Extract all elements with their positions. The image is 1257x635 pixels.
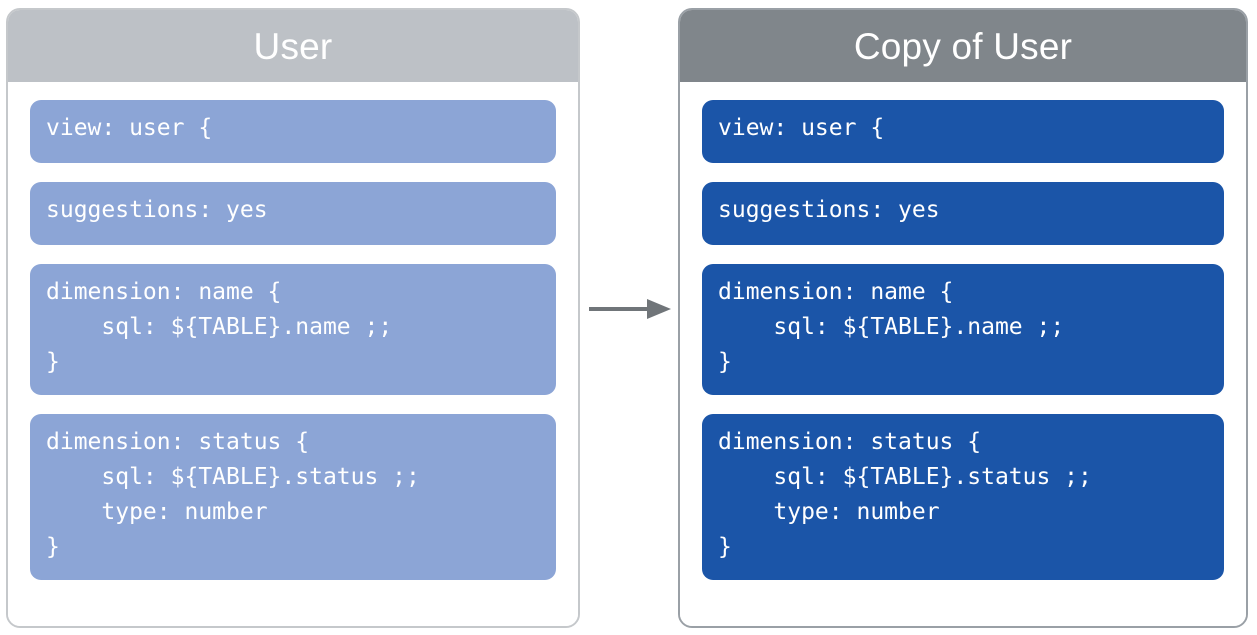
code-block-dimension-name[interactable]: dimension: name { sql: ${TABLE}.name ;; … [30, 264, 556, 395]
code-block-view-declaration[interactable]: view: user { [702, 100, 1224, 163]
panel-source-body: view: user { suggestions: yes dimension:… [8, 82, 578, 626]
arrow-right-icon [589, 297, 671, 321]
code-block-suggestions-setting[interactable]: suggestions: yes [30, 182, 556, 245]
code-block-suggestions-setting[interactable]: suggestions: yes [702, 182, 1224, 245]
code-block-dimension-status[interactable]: dimension: status { sql: ${TABLE}.status… [702, 414, 1224, 580]
code-block-dimension-name[interactable]: dimension: name { sql: ${TABLE}.name ;; … [702, 264, 1224, 395]
code-block-view-declaration[interactable]: view: user { [30, 100, 556, 163]
panel-copy-title: Copy of User [680, 10, 1246, 82]
code-block-dimension-status[interactable]: dimension: status { sql: ${TABLE}.status… [30, 414, 556, 580]
panel-copy-of-user[interactable]: Copy of User view: user { suggestions: y… [678, 8, 1248, 628]
panel-copy-body: view: user { suggestions: yes dimension:… [680, 82, 1246, 626]
panel-source-title: User [8, 10, 578, 82]
panel-source-user[interactable]: User view: user { suggestions: yes dimen… [6, 8, 580, 628]
